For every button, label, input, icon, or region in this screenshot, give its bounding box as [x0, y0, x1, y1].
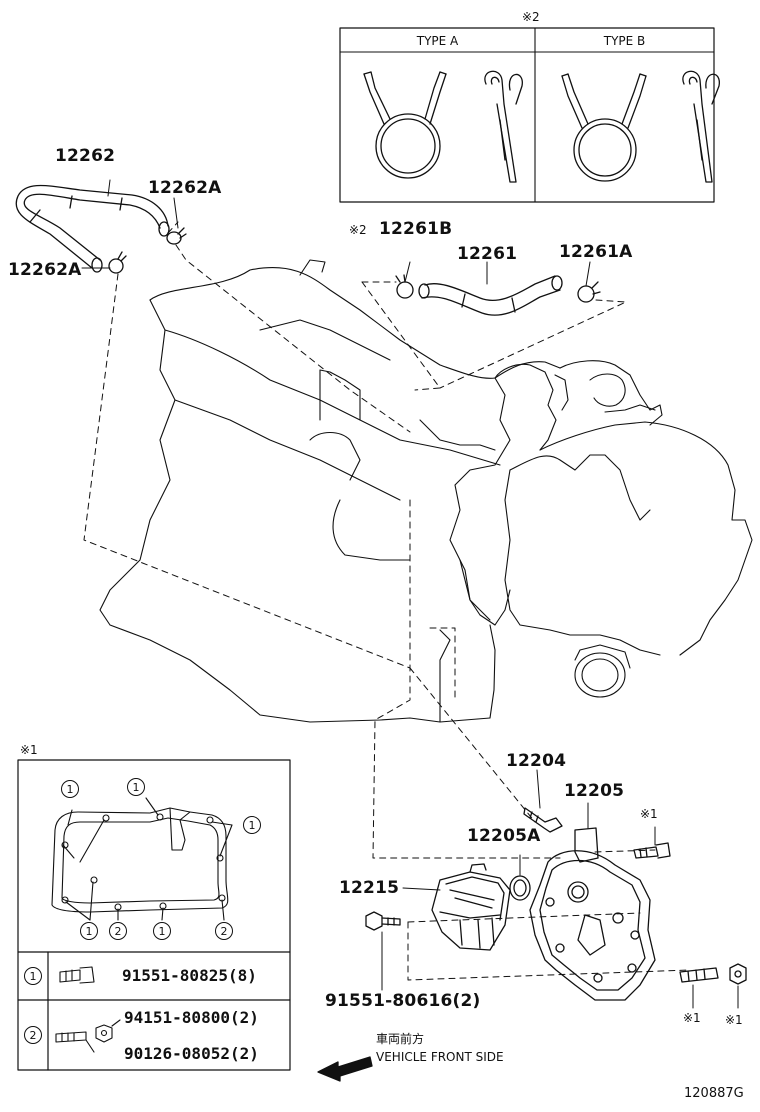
oring-12205A [509, 875, 531, 901]
gasket-callout-1c: 1 [243, 816, 261, 834]
gasket-callout-2b: 2 [215, 922, 233, 940]
label-12205: 12205 [564, 781, 625, 801]
label-12205A: 12205A [467, 826, 541, 846]
gasket-callout-2a: 2 [109, 922, 127, 940]
label-12261B-note: ※2 [349, 223, 367, 237]
hose-12261 [418, 275, 563, 316]
label-12262A-left: 12262A [8, 260, 82, 280]
label-12261: 12261 [457, 244, 518, 264]
gasket-callout-1b: 1 [127, 778, 145, 796]
solid-leaders [81, 179, 739, 1009]
label-12261B: 12261B [379, 219, 453, 239]
engine-assembly [99, 259, 753, 723]
vehicle-front-jp: 車両前方 [376, 1032, 425, 1046]
hose-12262 [15, 184, 170, 273]
type-a-clamp-icon [363, 70, 523, 183]
gasket-callout-1e: 1 [153, 922, 171, 940]
clamp-12262A-top [166, 227, 187, 245]
gasket-callout-1d: 1 [80, 922, 98, 940]
module-12215 [431, 863, 511, 951]
note-nut-bottom: ※1 [725, 1013, 743, 1027]
vehicle-front-arrow-icon [317, 1056, 373, 1082]
vehicle-front-en: VEHICLE FRONT SIDE [376, 1050, 504, 1064]
leader-lines [83, 221, 691, 981]
type-a-heading: TYPE A [416, 34, 459, 48]
clamp-12261A [577, 281, 601, 303]
bolt-icon-row2 [55, 1019, 121, 1053]
part-number-90126-08052: 90126-08052(2) [124, 1044, 259, 1063]
label-12215: 12215 [339, 878, 400, 898]
part-number-94151-80800: 94151-80800(2) [124, 1008, 259, 1027]
clamp-12261B [395, 274, 414, 299]
label-12262: 12262 [55, 146, 116, 166]
stud-bottom-right [679, 967, 719, 983]
label-12204: 12204 [506, 751, 567, 771]
type-b-heading: TYPE B [603, 34, 646, 48]
table-key-1: 1 [24, 967, 42, 985]
bolt-icon-row1 [59, 966, 95, 984]
type-b-clamp-icon [561, 70, 720, 183]
nut-bottom-right [729, 963, 747, 985]
inset-note: ※1 [20, 743, 38, 757]
housing-12205 [529, 827, 656, 1001]
bolt-91551-80616 [365, 911, 401, 931]
figure-id: 120887G [684, 1086, 744, 1101]
note-stud-bottom: ※1 [683, 1011, 701, 1025]
type-table-note: ※2 [522, 10, 540, 24]
clamp-12262A-left [108, 251, 127, 274]
table-key-2: 2 [24, 1026, 42, 1044]
label-12262A-top: 12262A [148, 178, 222, 198]
gasket-drawing [51, 797, 233, 921]
sensor-12204 [523, 807, 563, 833]
bolt-table-inset [17, 759, 291, 1071]
gasket-callout-1a: 1 [61, 780, 79, 798]
bolt-top-right [633, 842, 671, 859]
label-91551-80616: 91551-80616(2) [325, 991, 481, 1011]
label-12261A: 12261A [559, 242, 633, 262]
part-number-91551-80825: 91551-80825(8) [122, 966, 257, 985]
note-bolt-top: ※1 [640, 807, 658, 821]
clamp-type-table [339, 27, 715, 203]
